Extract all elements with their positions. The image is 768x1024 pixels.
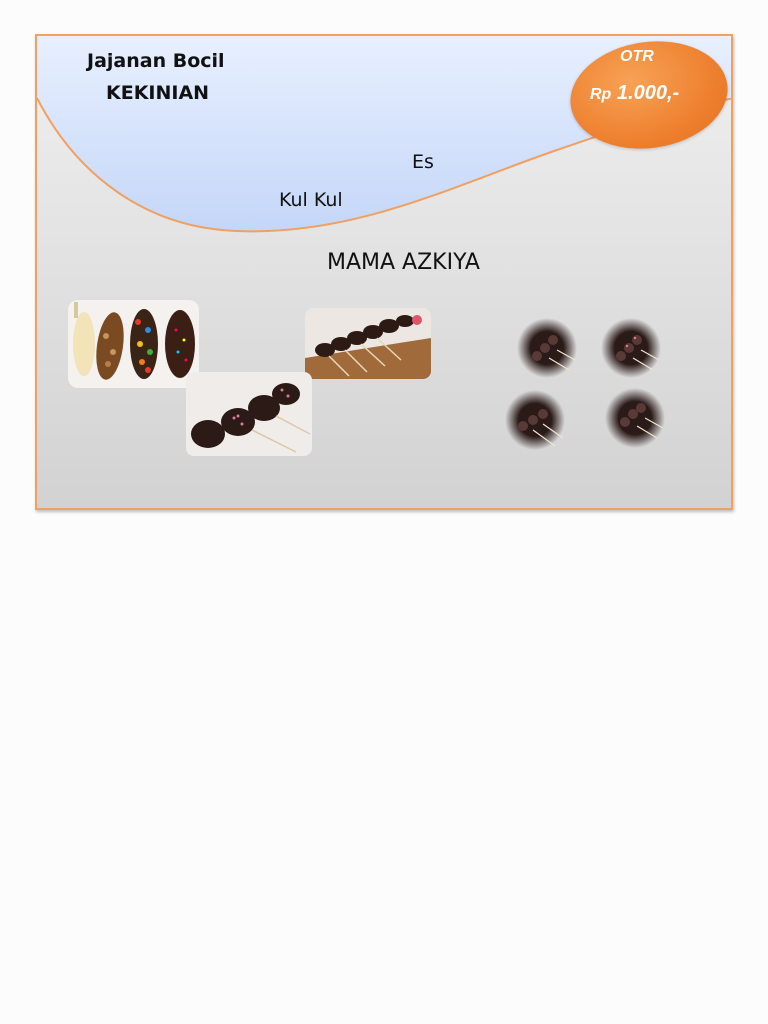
photo-skewer-small-4 (603, 386, 667, 450)
title-line-1: Jajanan Bocil (87, 50, 225, 72)
photo-chocolate-skewers (186, 372, 312, 456)
photo-skewer-small-3 (503, 388, 567, 452)
photo-skewer-small-1 (515, 316, 579, 380)
price-value: 1.000,- (616, 82, 680, 104)
photo-skewers-board (305, 308, 431, 379)
price-text: Rp 1.000,- (590, 82, 679, 105)
product-word-kul-kul: Kul Kul (279, 189, 343, 211)
title-line-2: KEKINIAN (106, 82, 210, 104)
product-word-es: Es (412, 151, 434, 173)
flyer-card: Jajanan Bocil KEKINIAN Es Kul Kul MAMA A… (35, 34, 733, 510)
photo-skewer-small-2 (599, 316, 663, 380)
seller-name: MAMA AZKIYA (327, 250, 480, 275)
currency-label: Rp (590, 86, 612, 103)
photo-banana-toppings (68, 300, 199, 388)
otr-label: OTR (620, 48, 654, 65)
